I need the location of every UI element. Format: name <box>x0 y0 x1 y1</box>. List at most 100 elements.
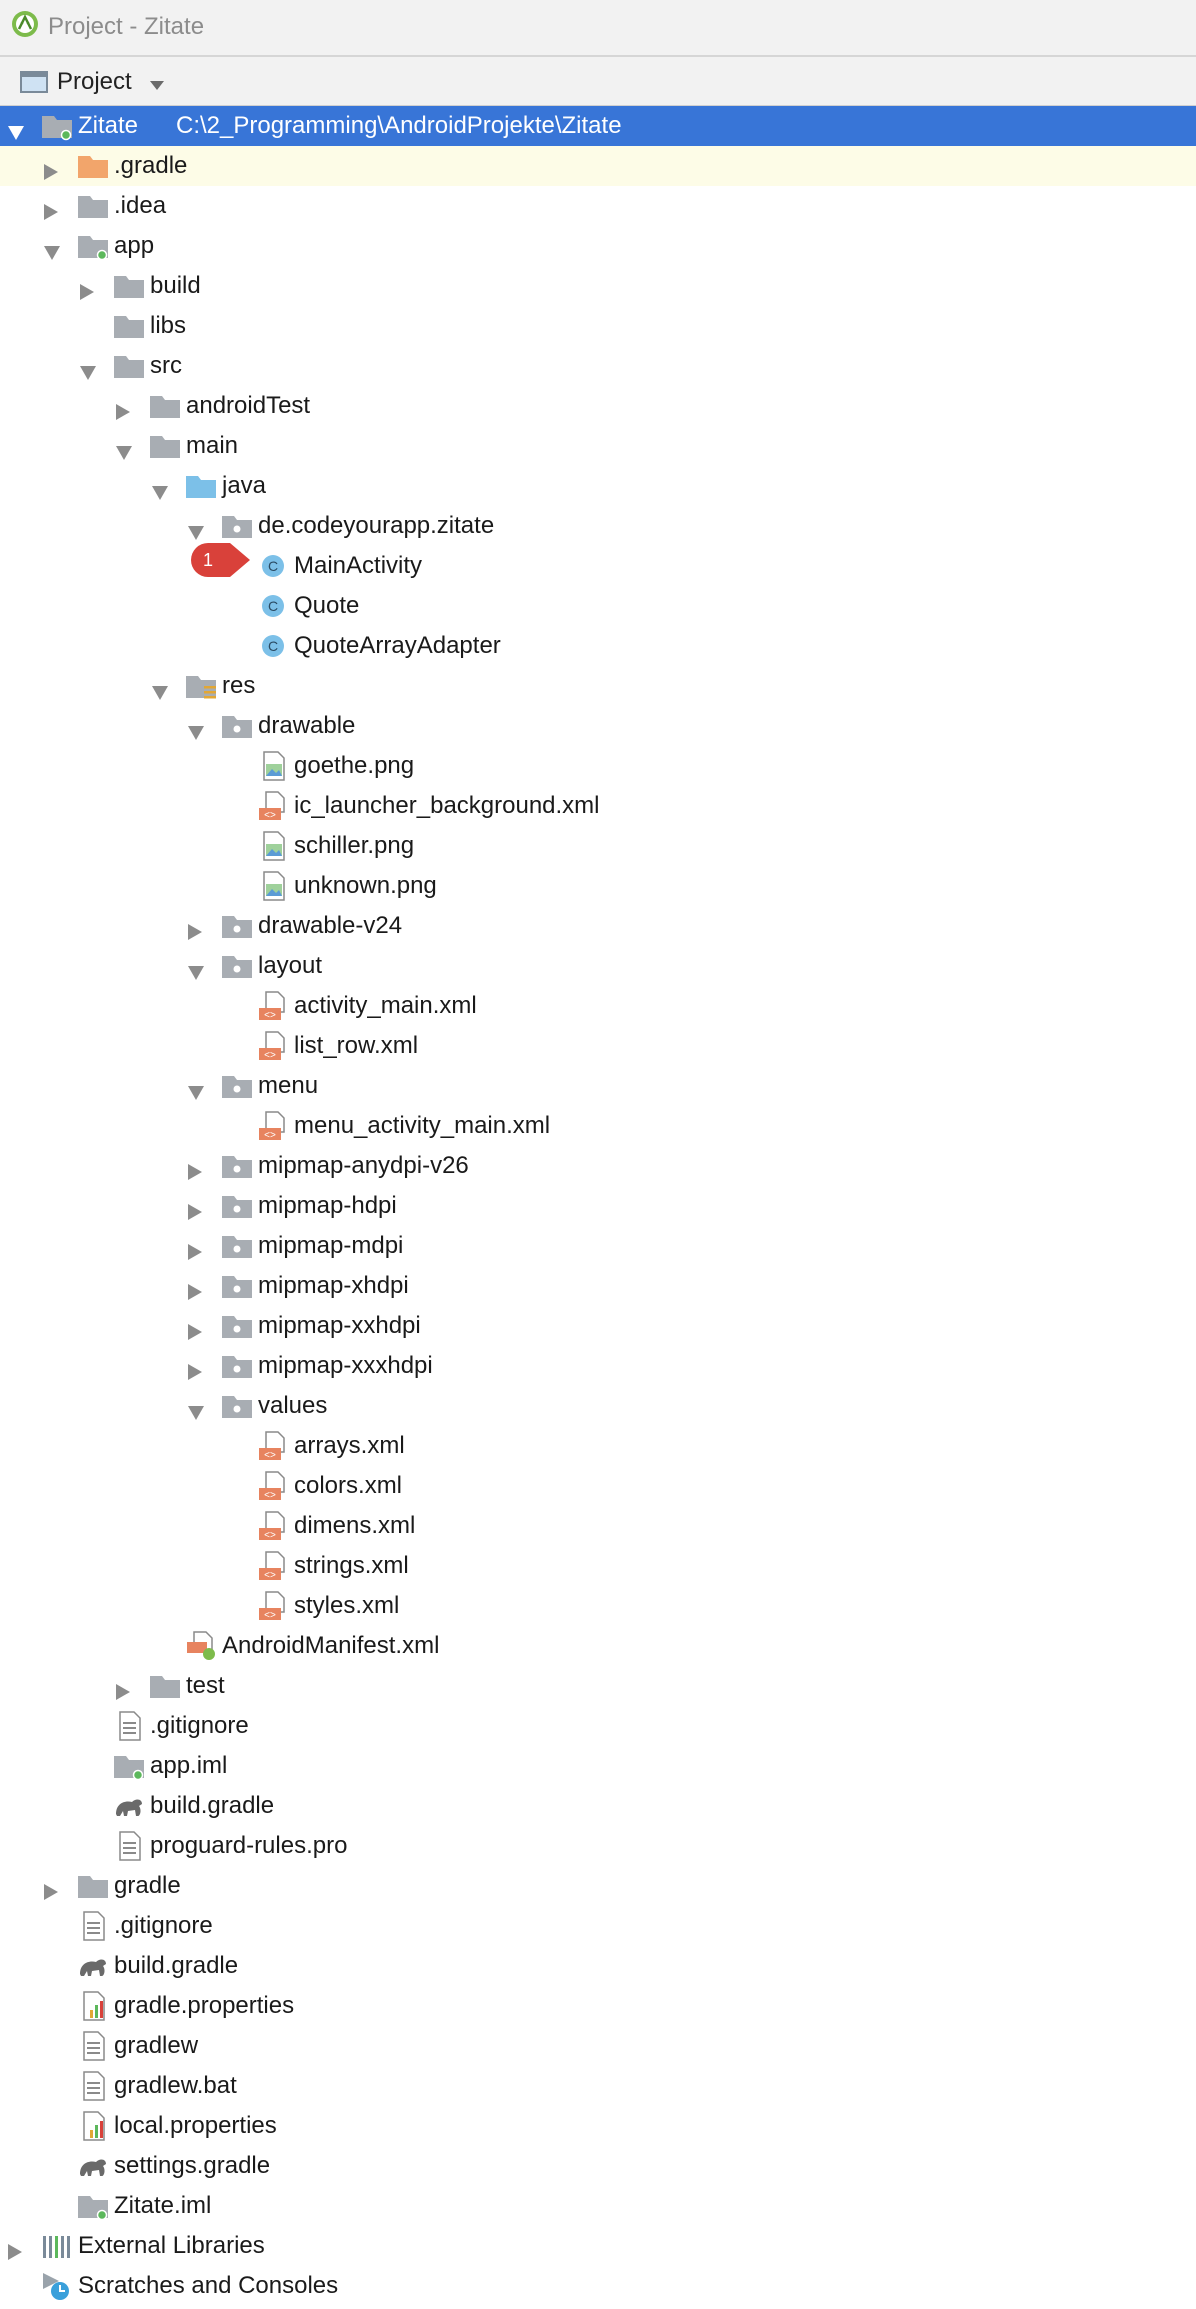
expand-arrow-down-icon[interactable] <box>152 679 168 707</box>
tree-item-idea[interactable]: .idea <box>0 186 1196 226</box>
tree-item-zitate-iml[interactable]: Zitate.iml <box>0 2186 1196 2226</box>
tree-item-libs[interactable]: libs <box>0 306 1196 346</box>
tree-item-mipmap-anydpi-v26[interactable]: mipmap-anydpi-v26 <box>0 1146 1196 1186</box>
tree-item-app-iml[interactable]: app.iml <box>0 1746 1196 1786</box>
tree-item-gradlew[interactable]: gradlew <box>0 2026 1196 2066</box>
tree-item-styles-xml[interactable]: <>styles.xml <box>0 1586 1196 1626</box>
tree-item-build-gradle[interactable]: build.gradle <box>0 1946 1196 1986</box>
tree-item-dimens-xml[interactable]: <>dimens.xml <box>0 1506 1196 1546</box>
tree-item-gitignore[interactable]: .gitignore <box>0 1706 1196 1746</box>
tree-item-mipmap-xxhdpi[interactable]: mipmap-xxhdpi <box>0 1306 1196 1346</box>
tree-item-androidmanifest-xml[interactable]: AndroidManifest.xml <box>0 1626 1196 1666</box>
expand-arrow-down-icon[interactable] <box>152 479 168 507</box>
expand-arrow-right-icon[interactable] <box>8 2239 22 2267</box>
xml-file-icon: <> <box>256 1510 290 1542</box>
tree-item-proguard-rules-pro[interactable]: proguard-rules.pro <box>0 1826 1196 1866</box>
tree-item-res[interactable]: res <box>0 666 1196 706</box>
expand-arrow-right-icon[interactable] <box>80 279 94 307</box>
expand-arrow-down-icon[interactable] <box>188 1399 204 1427</box>
tree-item-test[interactable]: test <box>0 1666 1196 1706</box>
tree-item-values[interactable]: values <box>0 1386 1196 1426</box>
tree-item-ic-launcher-background-xml[interactable]: <>ic_launcher_background.xml <box>0 786 1196 826</box>
tree-item-java[interactable]: java <box>0 466 1196 506</box>
tree-item-label: test <box>186 1672 225 1699</box>
tree-item-build-gradle[interactable]: build.gradle <box>0 1786 1196 1826</box>
tree-item-strings-xml[interactable]: <>strings.xml <box>0 1546 1196 1586</box>
tree-item-label: gradle.properties <box>114 1992 295 2019</box>
source-folder-icon <box>184 470 218 502</box>
tree-item-label: colors.xml <box>294 1472 403 1499</box>
tree-item-src[interactable]: src <box>0 346 1196 386</box>
tree-item-label: list_row.xml <box>294 1032 419 1059</box>
package-icon <box>220 950 254 982</box>
xml-file-icon: <> <box>256 1110 290 1142</box>
expand-arrow-right-icon[interactable] <box>44 199 58 227</box>
expand-arrow-down-icon[interactable] <box>188 519 204 547</box>
tree-item-label: menu_activity_main.xml <box>294 1112 551 1139</box>
tree-item-unknown-png[interactable]: unknown.png <box>0 866 1196 906</box>
expand-arrow-right-icon[interactable] <box>188 1239 202 1267</box>
gradle-file-icon <box>112 1790 146 1822</box>
expand-arrow-right-icon[interactable] <box>188 1359 202 1387</box>
expand-arrow-right-icon[interactable] <box>188 1159 202 1187</box>
expand-arrow-right-icon[interactable] <box>188 1319 202 1347</box>
tree-item-menu-activity-main-xml[interactable]: <>menu_activity_main.xml <box>0 1106 1196 1146</box>
tree-item-app[interactable]: app <box>0 226 1196 266</box>
tree-item-layout[interactable]: layout <box>0 946 1196 986</box>
tree-item-mipmap-xhdpi[interactable]: mipmap-xhdpi <box>0 1266 1196 1306</box>
tree-item-activity-main-xml[interactable]: <>activity_main.xml <box>0 986 1196 1026</box>
tree-item-mipmap-hdpi[interactable]: mipmap-hdpi <box>0 1186 1196 1226</box>
expand-arrow-down-icon[interactable] <box>8 119 24 147</box>
expand-arrow-down-icon[interactable] <box>80 359 96 387</box>
expand-arrow-right-icon[interactable] <box>188 919 202 947</box>
tree-item-gradle[interactable]: gradle <box>0 1866 1196 1906</box>
tree-item-goethe-png[interactable]: goethe.png <box>0 746 1196 786</box>
tree-item-mipmap-mdpi[interactable]: mipmap-mdpi <box>0 1226 1196 1266</box>
tree-item-gitignore[interactable]: .gitignore <box>0 1906 1196 1946</box>
expand-arrow-right-icon[interactable] <box>116 399 130 427</box>
expand-arrow-right-icon[interactable] <box>44 1879 58 1907</box>
tree-item-settings-gradle[interactable]: settings.gradle <box>0 2146 1196 2186</box>
step-marker-number: 1 <box>202 550 213 570</box>
tree-item-mipmap-xxxhdpi[interactable]: mipmap-xxxhdpi <box>0 1346 1196 1386</box>
tree-item-scratches-and-consoles[interactable]: Scratches and Consoles <box>0 2266 1196 2306</box>
tree-item-label: QuoteArrayAdapter <box>294 632 501 659</box>
expand-arrow-right-icon[interactable] <box>116 1679 130 1707</box>
tree-item-local-properties[interactable]: local.properties <box>0 2106 1196 2146</box>
tree-item-menu[interactable]: menu <box>0 1066 1196 1106</box>
tree-item-schiller-png[interactable]: schiller.png <box>0 826 1196 866</box>
expand-arrow-right-icon[interactable] <box>188 1279 202 1307</box>
expand-arrow-down-icon[interactable] <box>188 959 204 987</box>
tree-item-gradlew-bat[interactable]: gradlew.bat <box>0 2066 1196 2106</box>
tree-item-label: Zitate.iml <box>114 2192 212 2219</box>
expand-arrow-down-icon[interactable] <box>188 1079 204 1107</box>
project-view-icon <box>20 70 48 99</box>
tree-item-arrays-xml[interactable]: <>arrays.xml <box>0 1426 1196 1466</box>
tree-item-list-row-xml[interactable]: <>list_row.xml <box>0 1026 1196 1066</box>
expand-arrow-right-icon[interactable] <box>44 159 58 187</box>
tree-item-androidtest[interactable]: androidTest <box>0 386 1196 426</box>
tree-item-main[interactable]: main <box>0 426 1196 466</box>
tree-item-label: Zitate <box>78 112 139 139</box>
tree-item-label: layout <box>258 952 323 979</box>
package-icon <box>220 1230 254 1262</box>
tree-item-drawable-v24[interactable]: drawable-v24 <box>0 906 1196 946</box>
tree-item-external-libraries[interactable]: External Libraries <box>0 2226 1196 2266</box>
chevron-down-icon[interactable] <box>150 77 164 95</box>
expand-arrow-down-icon[interactable] <box>44 239 60 267</box>
tree-item-gradle[interactable]: .gradle <box>0 146 1196 186</box>
project-view-selector[interactable]: Project <box>57 68 132 95</box>
expand-arrow-right-icon[interactable] <box>188 1199 202 1227</box>
expand-arrow-down-icon[interactable] <box>188 719 204 747</box>
tree-item-build[interactable]: build <box>0 266 1196 306</box>
text-file-icon <box>76 2030 110 2062</box>
tree-item-drawable[interactable]: drawable <box>0 706 1196 746</box>
tree-item-de-codeyourapp-zitate[interactable]: de.codeyourapp.zitate <box>0 506 1196 546</box>
expand-arrow-down-icon[interactable] <box>116 439 132 467</box>
tree-item-colors-xml[interactable]: <>colors.xml <box>0 1466 1196 1506</box>
tree-item-gradle-properties[interactable]: gradle.properties <box>0 1986 1196 2026</box>
